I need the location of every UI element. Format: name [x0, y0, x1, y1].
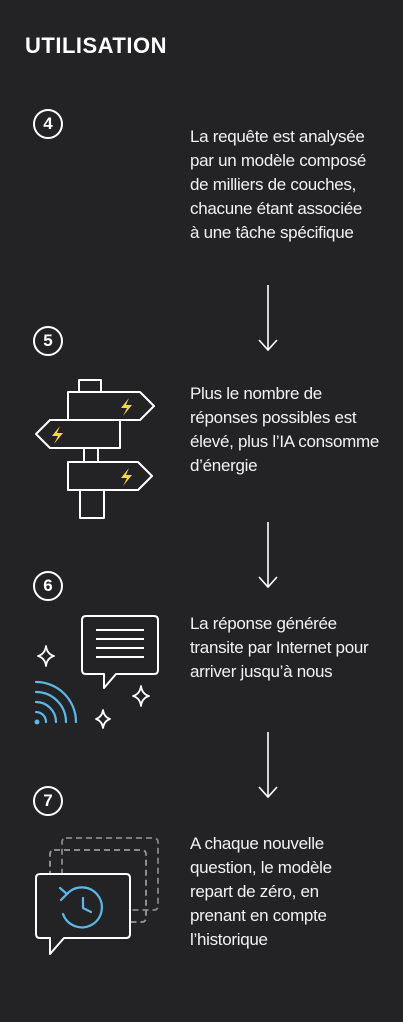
step-number-badge: 5	[33, 326, 63, 356]
step-number-badge: 6	[33, 571, 63, 601]
history-chat-icon	[35, 837, 159, 955]
down-arrow-icon	[258, 285, 278, 352]
page-title: UTILISATION	[25, 33, 167, 58]
chat-bubble-wifi-icon	[34, 615, 159, 729]
step-description: La réponse générée transite par Internet…	[190, 614, 369, 681]
step-number-badge: 4	[33, 109, 63, 139]
down-arrow-icon	[258, 522, 278, 589]
step-description: A chaque nouvelle question, le modèle re…	[190, 834, 332, 949]
step-number-badge: 7	[33, 786, 63, 816]
step-description: Plus le nombre de réponses possibles est…	[190, 384, 380, 475]
down-arrow-icon	[258, 732, 278, 799]
step-description: La requête est analysée par un modèle co…	[190, 127, 367, 242]
signpost-icon	[35, 379, 155, 519]
